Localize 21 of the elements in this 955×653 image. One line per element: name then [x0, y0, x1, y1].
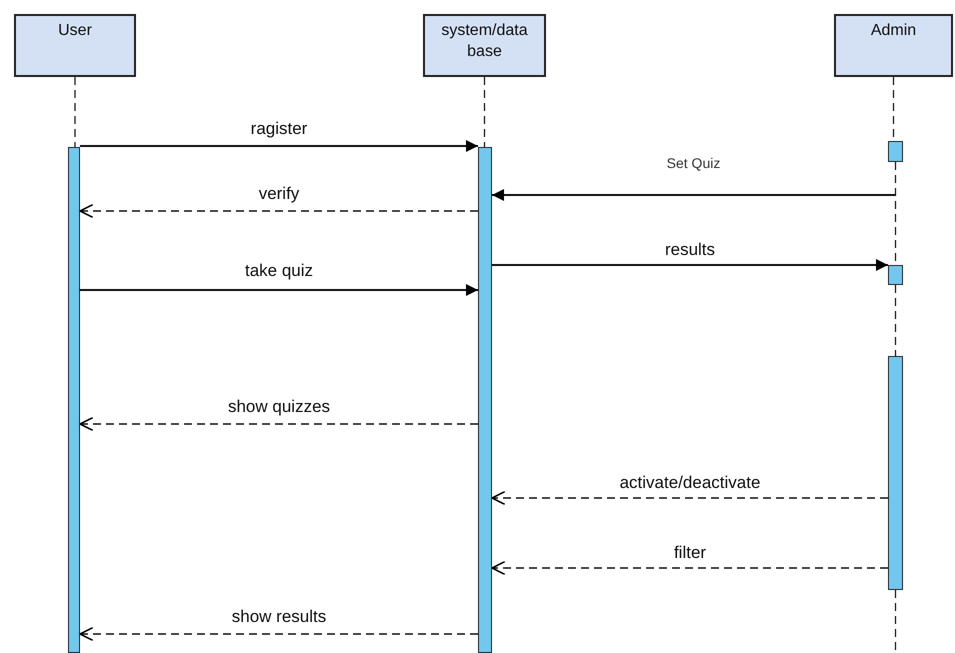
lifeline-header-box: User [14, 14, 136, 77]
message-arrow [80, 140, 478, 152]
lifeline [894, 285, 896, 356]
message-arrow [492, 189, 895, 201]
return-message-arrow [491, 490, 888, 506]
lifeline [894, 590, 896, 653]
activation-bar [478, 147, 492, 653]
return-message-arrow [79, 416, 478, 432]
return-message-arrow [79, 204, 478, 218]
activation-bar [888, 356, 903, 590]
message-arrow [80, 284, 478, 296]
lifeline [484, 77, 486, 147]
lifeline-header-box: system/data base [423, 14, 546, 77]
return-message-arrow [491, 560, 888, 576]
activation-bar [888, 265, 903, 285]
lifeline-header-box: Admin [834, 14, 953, 77]
return-message-arrow [79, 626, 478, 642]
activation-bar [68, 147, 80, 653]
message-arrow [492, 259, 888, 271]
lifeline [74, 77, 76, 147]
activation-bar [888, 141, 903, 162]
